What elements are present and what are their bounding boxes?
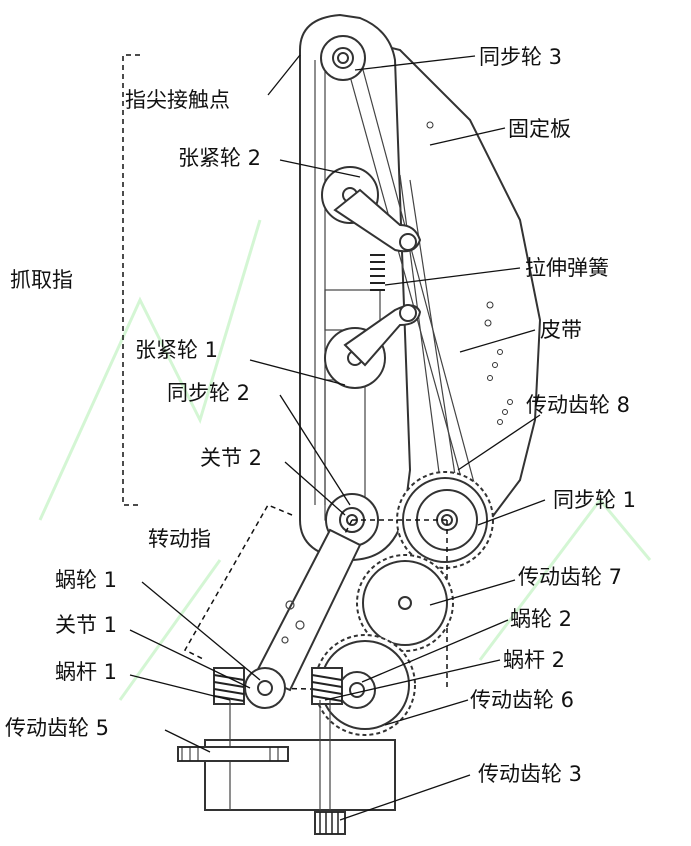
- tension-arm-2: [333, 188, 422, 253]
- worm-screw-1: [213, 667, 245, 705]
- label-drive-gear-6: 传动齿轮 6: [470, 688, 575, 712]
- label-joint-1: 关节 1: [55, 613, 118, 637]
- label-drive-gear-3: 传动齿轮 3: [478, 762, 583, 786]
- label-drive-gear-8: 传动齿轮 8: [526, 393, 631, 417]
- tension-spring: [370, 254, 385, 291]
- label-joint-2: 关节 2: [200, 446, 263, 470]
- label-worm-screw-2: 蜗杆 2: [503, 648, 566, 672]
- label-belt: 皮带: [540, 318, 582, 342]
- label-drive-gear-7: 传动齿轮 7: [518, 565, 623, 589]
- label-worm-wheel-1: 蜗轮 1: [55, 568, 118, 592]
- label-sync-wheel-3: 同步轮 3: [479, 45, 563, 69]
- label-gripping-finger: 抓取指: [10, 268, 73, 292]
- label-sync-wheel-2: 同步轮 2: [167, 381, 251, 405]
- label-fingertip-contact: 指尖接触点: [125, 88, 230, 112]
- rotating-finger-bracket: [183, 504, 293, 661]
- gripping-finger-bracket: [122, 54, 140, 506]
- label-tension-wheel-1: 张紧轮 1: [135, 338, 219, 362]
- label-tension-spring: 拉伸弹簧: [525, 256, 609, 280]
- leader-lines: [129, 54, 546, 821]
- fixed-plate-holes: [426, 121, 513, 425]
- label-fixed-plate: 固定板: [508, 117, 571, 141]
- drive-gear-5: [177, 746, 289, 762]
- gripping-finger-body: [299, 13, 412, 562]
- label-sync-wheel-1: 同步轮 1: [553, 488, 637, 512]
- label-rotating-finger: 转动指: [148, 527, 211, 551]
- label-tension-wheel-2: 张紧轮 2: [178, 146, 262, 170]
- worm-screw-2: [311, 667, 343, 705]
- label-worm-screw-1: 蜗杆 1: [55, 660, 118, 684]
- label-drive-gear-5: 传动齿轮 5: [5, 716, 110, 740]
- label-worm-wheel-2: 蜗轮 2: [510, 607, 573, 631]
